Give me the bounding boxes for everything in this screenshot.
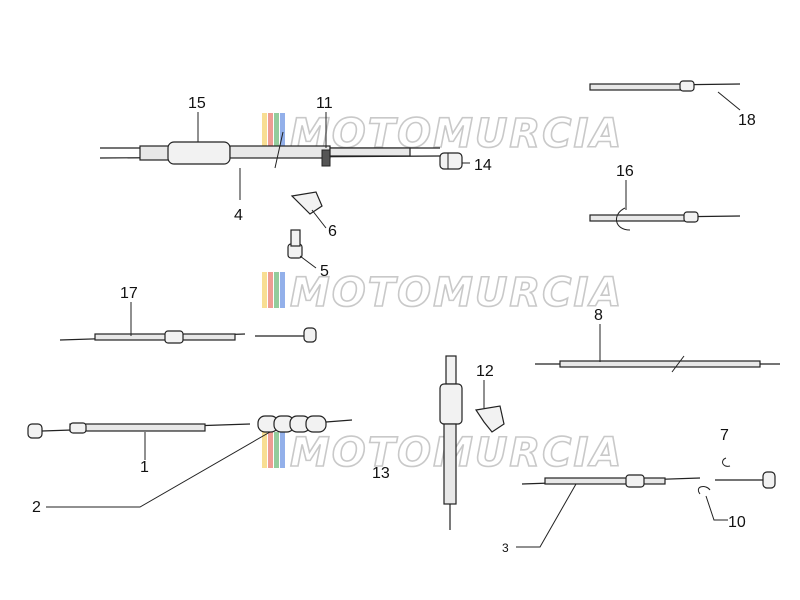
wm-stripe-green xyxy=(274,432,279,468)
break-mark xyxy=(671,355,685,373)
callout-3: 3 xyxy=(502,541,509,555)
cable-8 xyxy=(535,355,780,373)
cable-housing xyxy=(439,383,463,425)
cable-ferrule xyxy=(625,474,645,488)
adjuster-nut-body xyxy=(439,152,463,170)
callout-11: 11 xyxy=(316,95,333,112)
outer-sheath xyxy=(544,477,666,485)
watermark-middle: MOTOMURCIA xyxy=(262,269,623,317)
pull-knob xyxy=(27,423,43,439)
cable-ferrule xyxy=(164,330,184,344)
pull-knob xyxy=(303,327,317,343)
wm-stripe-blue xyxy=(280,272,285,308)
callout-6: 6 xyxy=(328,223,337,240)
callout-15: 15 xyxy=(188,95,206,112)
break-mark xyxy=(274,131,284,169)
throttle-cable-assembly xyxy=(99,131,441,169)
cable-ferrule xyxy=(139,145,171,161)
leader-6 xyxy=(311,209,327,229)
cable-13 xyxy=(439,355,463,530)
wm-stripe-red xyxy=(268,432,273,468)
callout-10: 10 xyxy=(728,514,746,531)
spring-bellows xyxy=(257,415,353,433)
leader-lines xyxy=(46,91,741,548)
watermark-text: MOTOMURCIA xyxy=(290,430,623,476)
wm-stripe-yellow xyxy=(262,272,267,308)
cable-ferrule xyxy=(69,422,87,434)
outer-sheath xyxy=(69,423,206,432)
cable-end xyxy=(683,211,699,223)
cable-1 xyxy=(27,422,251,439)
cable-end xyxy=(679,80,695,92)
cable-clip xyxy=(321,149,331,167)
spring-tail xyxy=(325,419,353,423)
cable-clip-ring xyxy=(616,207,631,231)
small-clip xyxy=(722,457,731,467)
callout-12: 12 xyxy=(476,363,494,380)
callout-17: 17 xyxy=(120,285,138,302)
adjuster-nut xyxy=(439,152,463,170)
callout-8: 8 xyxy=(594,307,603,324)
wm-stripe-yellow xyxy=(262,432,267,468)
leader-5 xyxy=(299,255,317,269)
wm-stripe-green xyxy=(274,113,279,149)
callout-16: 16 xyxy=(616,163,634,180)
wm-stripe-red xyxy=(268,113,273,149)
outer-sheath xyxy=(443,423,457,505)
wm-stripe-green xyxy=(274,272,279,308)
cable-top-fitting xyxy=(445,355,457,385)
callout-2: 2 xyxy=(32,499,41,516)
leader-18 xyxy=(717,91,741,111)
cable-17 xyxy=(59,327,317,344)
callout-7: 7 xyxy=(720,427,729,444)
screw xyxy=(287,229,303,259)
pull-knob xyxy=(762,471,776,489)
leader-10 xyxy=(705,495,728,521)
cable-18 xyxy=(589,80,741,92)
outer-sheath xyxy=(589,214,691,222)
outer-sheath-end xyxy=(329,147,411,157)
wm-stripe-yellow xyxy=(262,113,267,149)
wm-stripe-blue xyxy=(280,432,285,468)
cable-clamp xyxy=(474,405,505,433)
callout-1: 1 xyxy=(140,459,149,476)
rubber-grip-sleeve xyxy=(167,141,231,165)
callout-13: 13 xyxy=(372,465,390,482)
cable-16 xyxy=(589,207,741,231)
watermark-bottom: MOTOMURCIA xyxy=(262,429,623,477)
wm-stripe-blue xyxy=(280,113,285,149)
screw-shank xyxy=(290,229,301,247)
bellow-ring xyxy=(305,415,327,433)
outer-sheath xyxy=(589,83,691,91)
callout-18: 18 xyxy=(738,112,756,129)
callout-labels: 15 11 14 4 6 5 18 16 17 8 12 7 1 13 2 10… xyxy=(32,95,756,555)
cable-hook xyxy=(697,486,711,495)
callout-4: 4 xyxy=(234,207,243,224)
outer-sheath xyxy=(559,360,761,368)
cable-3 xyxy=(521,471,776,489)
watermark-text: MOTOMURCIA xyxy=(290,270,623,316)
leader-2 xyxy=(46,431,271,508)
leader-3 xyxy=(516,483,577,548)
cable-clamp xyxy=(290,191,323,215)
wm-stripe-red xyxy=(268,272,273,308)
callout-5: 5 xyxy=(320,263,329,280)
callout-14: 14 xyxy=(474,157,492,174)
